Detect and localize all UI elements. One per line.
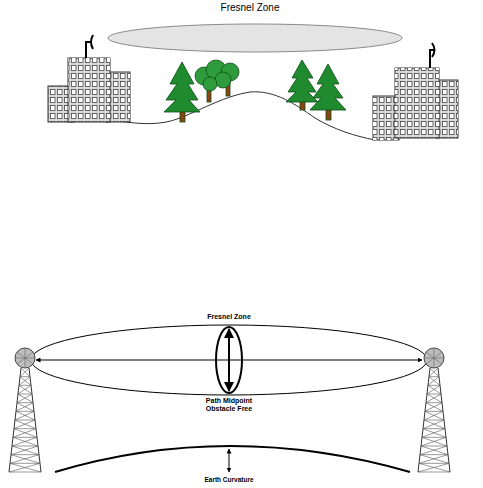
left-tower — [9, 348, 41, 472]
right-building — [373, 43, 458, 140]
midpoint-note: Path Midpoint Obstacle Free — [200, 397, 258, 412]
zone-label: Fresnel Zone — [205, 313, 253, 321]
fresnel-zone-outline — [31, 325, 427, 395]
fresnel-radius-arrow — [228, 329, 230, 391]
curvature-label: Earth Curvature — [202, 476, 255, 483]
fresnel-zone-ellipse — [108, 24, 402, 52]
earth-curvature-arc — [55, 446, 410, 472]
right-tower — [418, 348, 450, 472]
bulge-arrow — [229, 449, 230, 472]
trees — [164, 60, 346, 122]
left-building — [48, 35, 130, 122]
zone-title: Fresnel Zone — [219, 2, 282, 13]
midpoint-section — [216, 327, 242, 393]
